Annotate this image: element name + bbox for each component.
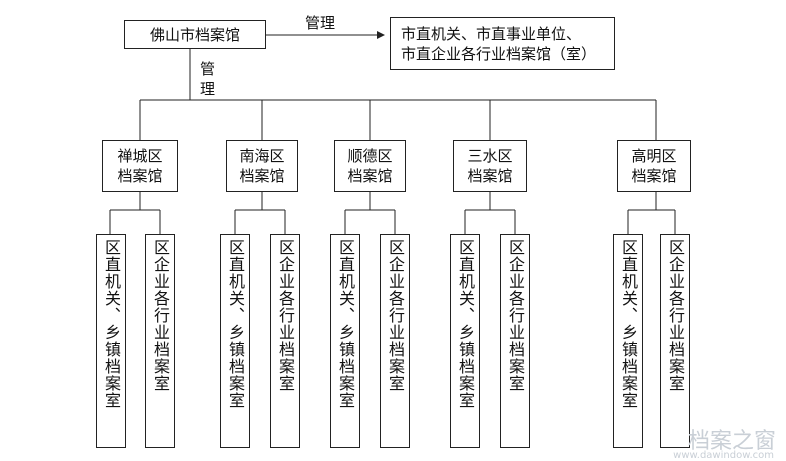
district-node-nanhai: 南海区 档案馆 — [226, 140, 298, 192]
children-connectors-nanhai — [234, 192, 286, 234]
district-node-sanshui: 三水区 档案馆 — [453, 140, 527, 192]
child-node-gaoming-government: 区直机关、乡镇档案室 — [613, 234, 643, 448]
district-line1: 顺德区 — [347, 147, 393, 165]
district-line2: 档案馆 — [467, 167, 513, 185]
city-units-line2: 市直企业各行业档案馆（室） — [401, 44, 597, 63]
children-connectors-gaoming — [627, 192, 676, 234]
district-line2: 档案馆 — [631, 167, 677, 185]
children-connectors-sanshui — [464, 192, 516, 234]
child-node-gaoming-enterprise: 区企业各行业档案室 — [660, 234, 690, 448]
child-node-nanhai-government: 区直机关、乡镇档案室 — [220, 234, 250, 448]
district-line1: 南海区 — [239, 147, 285, 165]
child-node-sanshui-enterprise: 区企业各行业档案室 — [500, 234, 530, 448]
district-node-gaoming: 高明区 档案馆 — [617, 140, 691, 192]
root-node-label: 佛山市档案馆 — [149, 25, 240, 44]
child-node-shunde-enterprise: 区企业各行业档案室 — [380, 234, 410, 448]
district-node-chancheng: 禅城区 档案馆 — [102, 140, 178, 192]
edge-label-manage-right: 管理 — [305, 14, 336, 32]
city-units-line1: 市直机关、市直事业单位、 — [401, 24, 582, 43]
edge-label-manage-down-1: 管 — [200, 60, 216, 78]
child-node-sanshui-government: 区直机关、乡镇档案室 — [450, 234, 480, 448]
children-connectors-shunde — [344, 192, 396, 234]
watermark-url: www.dawindow.com — [673, 450, 774, 461]
child-node-chancheng-government: 区直机关、乡镇档案室 — [96, 234, 126, 448]
edge-label-manage-down-2: 理 — [200, 80, 216, 98]
child-node-shunde-government: 区直机关、乡镇档案室 — [330, 234, 360, 448]
child-node-chancheng-enterprise: 区企业各行业档案室 — [145, 234, 175, 448]
district-node-shunde: 顺德区 档案馆 — [334, 140, 406, 192]
district-line1: 三水区 — [467, 147, 513, 165]
district-line1: 高明区 — [631, 147, 677, 165]
watermark-logo: 档案之窗 — [687, 429, 776, 454]
district-line1: 禅城区 — [117, 147, 163, 165]
district-line2: 档案馆 — [117, 167, 163, 185]
child-node-nanhai-enterprise: 区企业各行业档案室 — [270, 234, 300, 448]
district-line2: 档案馆 — [347, 167, 393, 185]
root-node: 佛山市档案馆 — [124, 20, 266, 49]
city-units-node: 市直机关、市直事业单位、 市直企业各行业档案馆（室） — [390, 17, 615, 70]
district-line2: 档案馆 — [239, 167, 285, 185]
children-connectors-chancheng — [109, 192, 161, 234]
